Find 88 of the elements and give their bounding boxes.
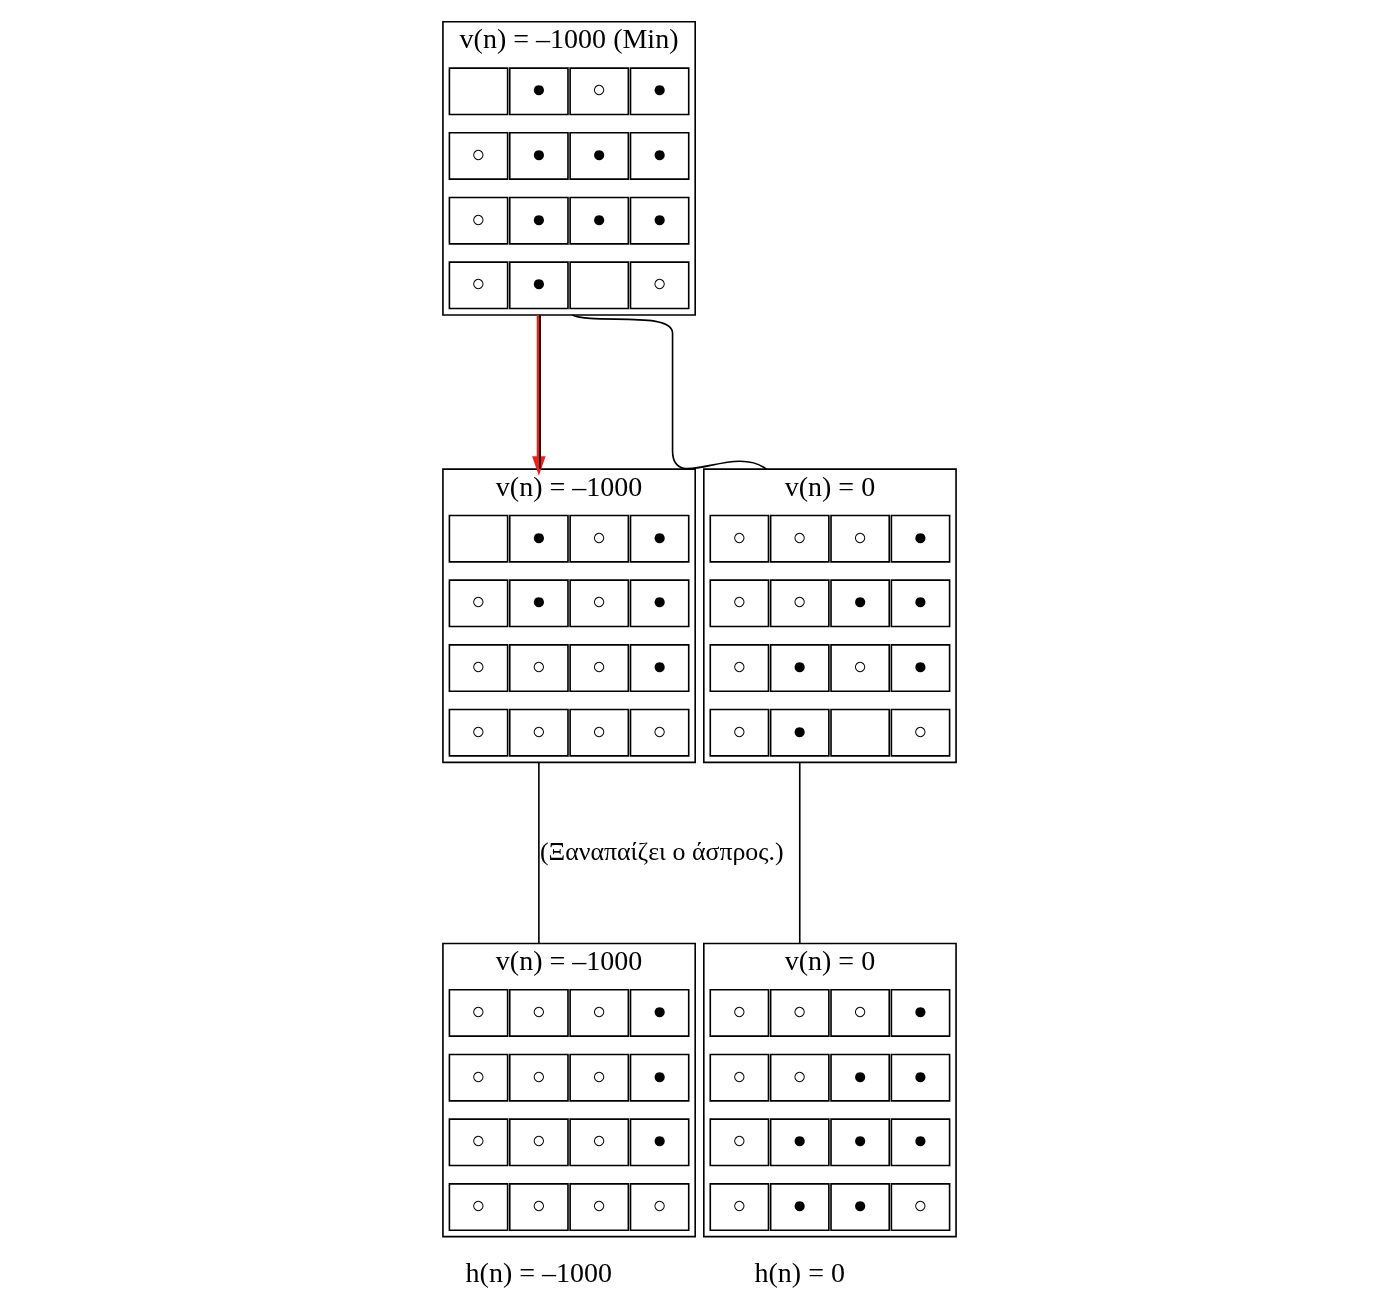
- node-box: ○: [708, 514, 769, 563]
- node-box: ●: [629, 644, 690, 692]
- node-box: ○: [708, 644, 769, 692]
- node-box: ●: [629, 514, 690, 563]
- node-box: ○: [708, 708, 769, 757]
- node-box: [448, 514, 508, 563]
- node-box: ○: [769, 579, 830, 628]
- node-box: ○: [508, 644, 569, 692]
- node-box: [448, 67, 508, 116]
- node-box: ●: [890, 514, 950, 563]
- node-box: ●: [829, 1118, 890, 1167]
- node-box: ○: [448, 196, 508, 245]
- node-box: ○: [448, 1183, 508, 1231]
- node-box: ●: [890, 989, 950, 1037]
- node-box: ●: [629, 196, 690, 245]
- node-box: ○: [708, 1053, 769, 1102]
- node-box: ●: [568, 196, 629, 245]
- node-box: ○: [890, 708, 950, 757]
- node-box: ●: [508, 261, 569, 310]
- node-box: ○: [568, 1183, 629, 1231]
- connector: [571, 314, 767, 470]
- node-box: ●: [890, 644, 950, 692]
- node-box: ●: [629, 67, 690, 116]
- connector: [537, 761, 540, 945]
- node-box: ○: [568, 514, 629, 563]
- node-box: ●: [890, 579, 950, 628]
- node-box: ○: [769, 1053, 830, 1102]
- node-box: ○: [448, 579, 508, 628]
- node-box: ○: [508, 1053, 569, 1102]
- node-box: ○: [448, 989, 508, 1037]
- node-box: ○: [890, 1183, 950, 1231]
- node-box: ○: [448, 132, 508, 180]
- node-label: h(n) = –1000: [465, 1256, 612, 1288]
- node-box: ●: [629, 989, 690, 1037]
- node-box: ●: [769, 1183, 830, 1231]
- arrow: [531, 314, 546, 476]
- node-box: ○: [829, 644, 890, 692]
- node-box: ○: [769, 989, 830, 1037]
- node-box: ●: [508, 514, 569, 563]
- node-box: ○: [508, 1183, 569, 1231]
- node-box: ●: [769, 1118, 830, 1167]
- node-box: ●: [508, 132, 569, 180]
- node-box: ●: [629, 132, 690, 180]
- node-box: ○: [829, 514, 890, 563]
- node-box: ○: [708, 1118, 769, 1167]
- node-box: ●: [508, 67, 569, 116]
- node-box: ●: [829, 1053, 890, 1102]
- node-box: [568, 261, 629, 310]
- node-box: ○: [629, 708, 690, 757]
- node-label: h(n) = 0: [754, 1256, 845, 1288]
- node-box: ●: [508, 579, 569, 628]
- node-box: ●: [829, 579, 890, 628]
- edge-label: (Ξαναπαίζει ο άσπρος.): [539, 836, 784, 866]
- node-box: ○: [568, 579, 629, 628]
- node-box: ●: [629, 1053, 690, 1102]
- node-box: [829, 708, 890, 757]
- node-box: ○: [448, 1118, 508, 1167]
- node-box: ○: [769, 514, 830, 563]
- node-box: ●: [629, 579, 690, 628]
- connector: [538, 314, 541, 470]
- node-box: ●: [568, 132, 629, 180]
- node-box: ○: [708, 989, 769, 1037]
- node-box: ○: [508, 708, 569, 757]
- node-box: ○: [448, 261, 508, 310]
- node-box: ●: [629, 1118, 690, 1167]
- node-box: ○: [508, 989, 569, 1037]
- node-box: ○: [568, 1053, 629, 1102]
- node-box: ○: [629, 1183, 690, 1231]
- node-box: ○: [568, 708, 629, 757]
- connector: [798, 761, 801, 945]
- node-box: ●: [508, 196, 569, 245]
- node-box: ○: [568, 67, 629, 116]
- node-box: ○: [448, 1053, 508, 1102]
- node-box: ●: [769, 708, 830, 757]
- node-box: ○: [448, 708, 508, 757]
- node-box: ○: [568, 1118, 629, 1167]
- node-box: ●: [890, 1118, 950, 1167]
- node-box: ○: [708, 579, 769, 628]
- node-box: ○: [629, 261, 690, 310]
- node-box: ○: [568, 644, 629, 692]
- node-box: ●: [829, 1183, 890, 1231]
- node-box: ○: [829, 989, 890, 1037]
- node-box: ○: [568, 989, 629, 1037]
- node-box: ●: [769, 644, 830, 692]
- node-box: ○: [508, 1118, 569, 1167]
- node-box: ○: [708, 1183, 769, 1231]
- node-box: ○: [448, 644, 508, 692]
- node-box: ●: [890, 1053, 950, 1102]
